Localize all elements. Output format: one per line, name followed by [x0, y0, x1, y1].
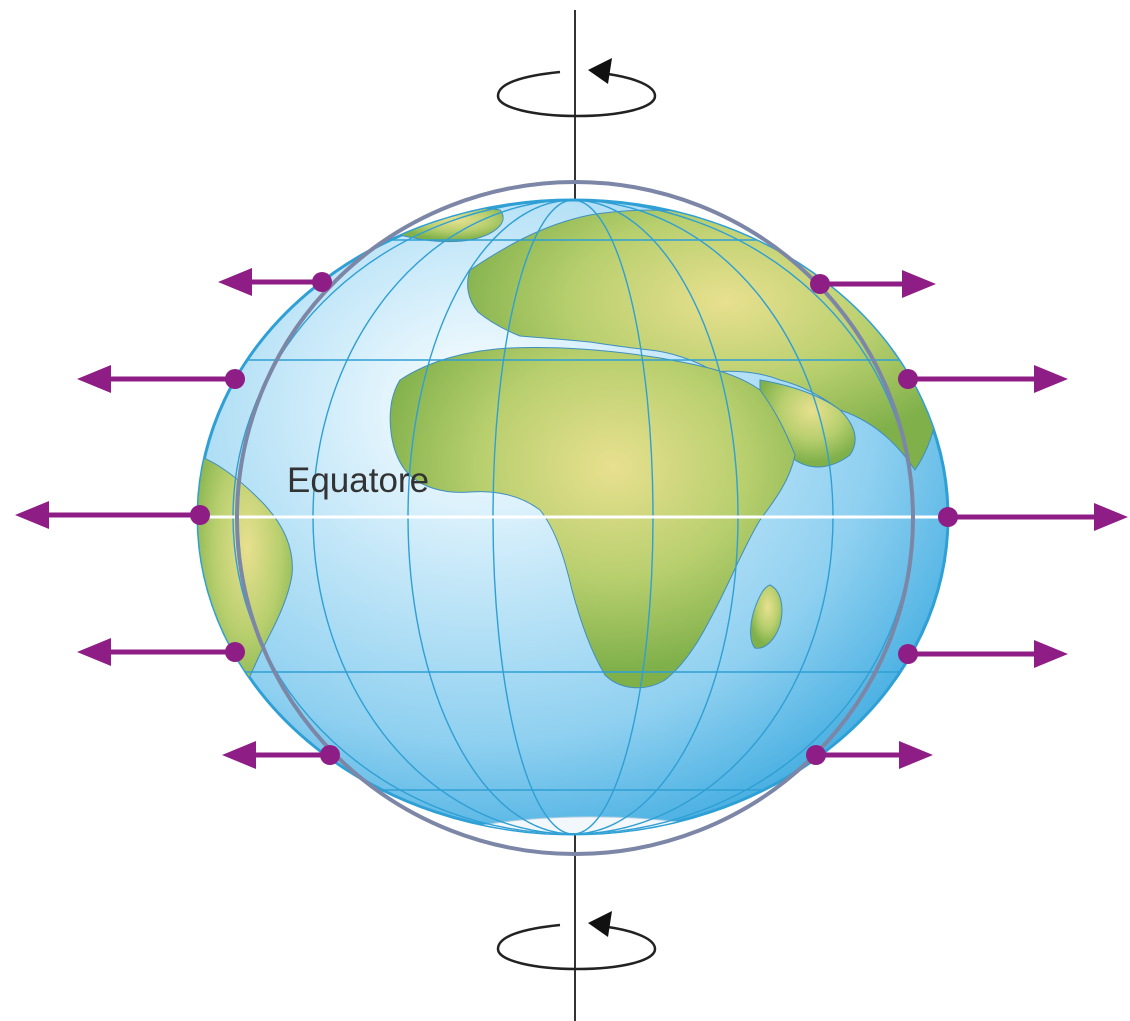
force-arrow-right-4: [898, 640, 1068, 668]
force-arrow-right-2: [898, 365, 1068, 393]
force-arrow-left-3: [15, 501, 210, 529]
force-arrow-right-3: [938, 503, 1128, 531]
force-arrow-left-4: [77, 638, 245, 666]
rotation-arrow-top: [498, 58, 655, 116]
equator-label: Equatore: [287, 461, 429, 500]
rotation-arrow-bottom: [498, 911, 655, 969]
force-arrow-left-2: [77, 365, 245, 393]
